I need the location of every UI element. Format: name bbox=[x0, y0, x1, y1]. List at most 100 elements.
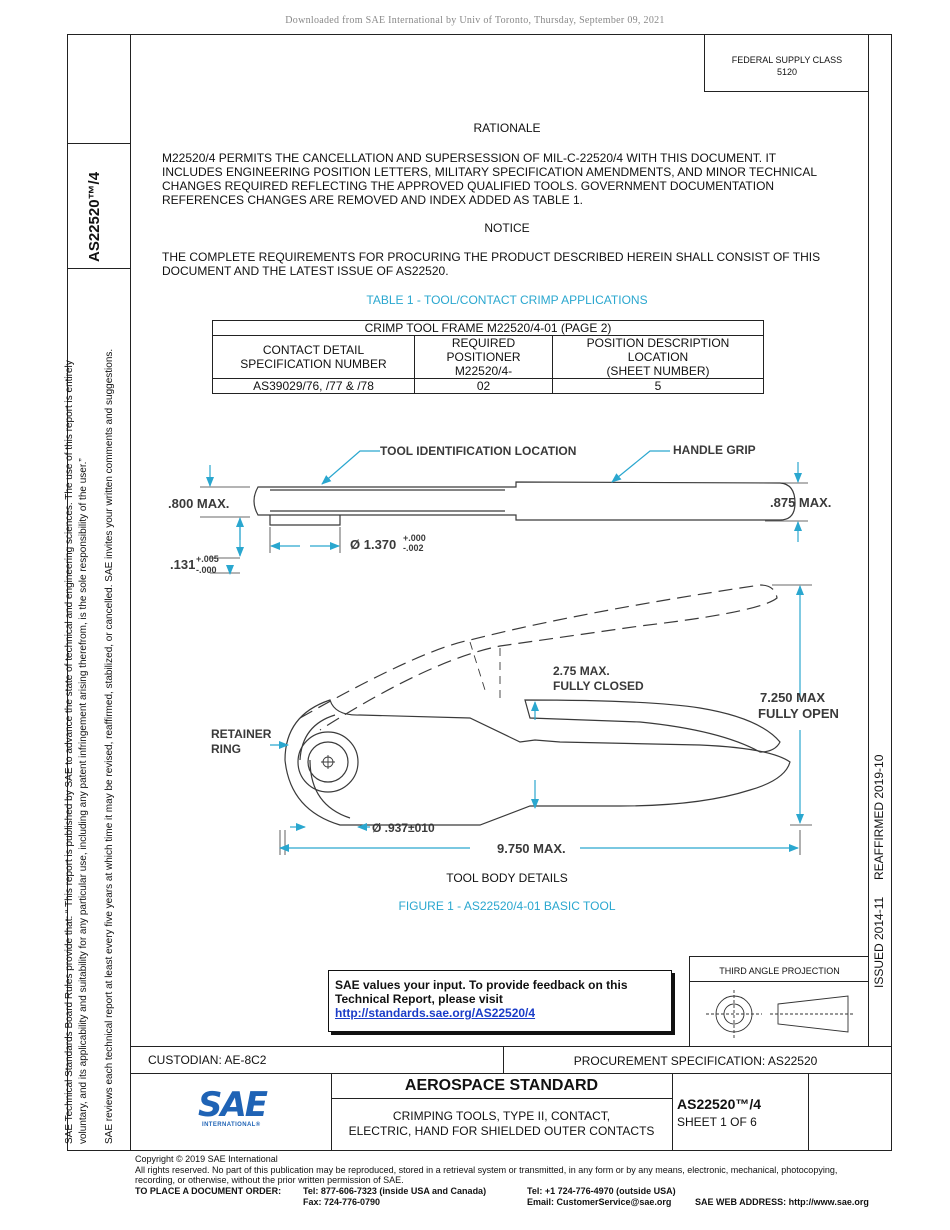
copyright: Copyright © 2019 SAE International bbox=[135, 1154, 278, 1164]
figure-subcaption: TOOL BODY DETAILS bbox=[446, 871, 568, 885]
logo-divider bbox=[331, 1073, 332, 1150]
document-number: AS22520™/4 bbox=[677, 1096, 762, 1112]
label-fully-open: FULLY OPEN bbox=[758, 706, 839, 721]
label-ring: RING bbox=[211, 742, 241, 756]
tool-drawing: TOOL IDENTIFICATION LOCATION HANDLE GRIP… bbox=[168, 443, 839, 856]
rationale-line: CHANGES REQUIRED REFLECTING THE APPROVED… bbox=[162, 179, 775, 193]
sae-logo-subtext: INTERNATIONAL® bbox=[202, 1122, 261, 1128]
header-line: M22520/4- bbox=[454, 364, 513, 378]
feedback-link[interactable]: http://standards.sae.org/AS22520/4 bbox=[335, 1006, 536, 1020]
table-cell: 5 bbox=[552, 378, 764, 394]
handle-side-view bbox=[524, 699, 781, 753]
table-cell: 02 bbox=[414, 378, 553, 394]
column-header: POSITION DESCRIPTION LOCATION (SHEET NUM… bbox=[552, 335, 764, 379]
retainer-ring-inner bbox=[307, 741, 349, 783]
header-line: REQUIRED bbox=[451, 336, 516, 350]
order-contacts-intl: Tel: +1 724-776-4970 (outside USA) Email… bbox=[527, 1186, 676, 1207]
arrow-tool-id bbox=[321, 450, 380, 485]
label-dia-1370: Ø 1.370 bbox=[350, 537, 396, 552]
label-dia-937: Ø .937±010 bbox=[372, 821, 435, 835]
header-line: POSITION DESCRIPTION bbox=[586, 336, 730, 350]
disclaimer-line-3: SAE reviews each technical report at lea… bbox=[104, 348, 115, 1144]
order-tel-intl: Tel: +1 724-776-4970 (outside USA) bbox=[527, 1186, 676, 1196]
title-block-left bbox=[130, 1046, 131, 1150]
standard-title: AEROSPACE STANDARD bbox=[404, 1077, 599, 1094]
web-address[interactable]: SAE WEB ADDRESS: http://www.sae.org bbox=[695, 1197, 869, 1207]
notice-line: THE COMPLETE REQUIREMENTS FOR PROCURING … bbox=[162, 250, 821, 264]
description-line: CRIMPING TOOLS, TYPE II, CONTACT, bbox=[392, 1109, 611, 1123]
handle-inner-line bbox=[270, 489, 505, 512]
label-9750-max: 9.750 MAX. bbox=[497, 841, 566, 856]
title-block-divider bbox=[130, 1073, 892, 1074]
label-retainer: RETAINER bbox=[211, 727, 272, 741]
sae-logo: SAE INTERNATIONAL® bbox=[198, 1088, 268, 1134]
notice-body: THE COMPLETE REQUIREMENTS FOR PROCURING … bbox=[162, 250, 820, 278]
disclaimer-line-2: voluntary, and its applicability and sui… bbox=[78, 458, 89, 1144]
column-header: REQUIRED POSITIONER M22520/4- bbox=[414, 335, 553, 379]
table-row: CONTACT DETAIL SPECIFICATION NUMBER REQU… bbox=[212, 335, 764, 379]
rationale-line: M22520/4 PERMITS THE CANCELLATION AND SU… bbox=[162, 151, 777, 165]
title-block-bottom bbox=[67, 1150, 892, 1151]
sidebar-divider bbox=[67, 143, 130, 144]
label-tool-id: TOOL IDENTIFICATION LOCATION bbox=[380, 444, 576, 458]
std-title-divider bbox=[331, 1098, 672, 1099]
rationale-line: INCLUDES ENGINEERING POSITION LETTERS, M… bbox=[162, 165, 817, 179]
label-dia-1370-plus: +.000 bbox=[403, 533, 426, 543]
tool-jaw-body bbox=[284, 699, 791, 826]
rationale-heading: RATIONALE bbox=[473, 121, 541, 135]
label-131-minus: -.000 bbox=[196, 565, 217, 575]
retainer-ring-outer bbox=[297, 731, 359, 793]
jaw-top-view bbox=[269, 515, 341, 526]
label-handle-grip: HANDLE GRIP bbox=[673, 443, 756, 457]
table-row: AS39029/76, /77 & /78 02 5 bbox=[212, 378, 764, 394]
disclaimer-line-1: SAE Technical Standards Board Rules prov… bbox=[64, 360, 75, 1144]
label-275-max: 2.75 MAX. bbox=[553, 664, 610, 678]
doc-id-vertical: AS22520™/4 bbox=[86, 171, 103, 262]
frame-top-border bbox=[67, 34, 892, 35]
rights-line-2: recording, or otherwise, without the pri… bbox=[135, 1175, 404, 1185]
header-line: LOCATION bbox=[627, 350, 689, 364]
rationale-body: M22520/4 PERMITS THE CANCELLATION AND SU… bbox=[162, 151, 817, 207]
sheet-divider bbox=[808, 1073, 809, 1150]
title-block-top bbox=[130, 1046, 892, 1047]
body-inner-outline bbox=[299, 714, 351, 819]
table-cell: AS39029/76, /77 & /78 bbox=[212, 378, 415, 394]
label-dia-1370-minus: -.002 bbox=[403, 543, 424, 553]
rationale-line: REFERENCES CHANGES ARE REMOVED AND INDEX… bbox=[162, 193, 584, 207]
label-800-max: .800 MAX. bbox=[168, 496, 229, 511]
sae-logo-text: SAE bbox=[198, 1085, 268, 1125]
order-email[interactable]: Email: CustomerService@sae.org bbox=[527, 1196, 672, 1207]
label-875-max: .875 MAX. bbox=[770, 495, 831, 510]
table-row: CRIMP TOOL FRAME M22520/4-01 (PAGE 2) bbox=[212, 320, 764, 336]
feedback-text-2: Technical Report, please visit bbox=[335, 992, 503, 1006]
open-handle-dashed bbox=[299, 584, 778, 731]
feedback-box: SAE values your input. To provide feedba… bbox=[328, 970, 672, 1032]
federal-supply-label: FEDERAL SUPPLY CLASS bbox=[731, 55, 843, 65]
footer: Copyright © 2019 SAE International All r… bbox=[135, 1154, 837, 1186]
table-caption: TABLE 1 - TOOL/CONTACT CRIMP APPLICATION… bbox=[366, 293, 648, 307]
custodian: CUSTODIAN: AE-8C2 bbox=[148, 1053, 267, 1067]
figure-caption: FIGURE 1 - AS22520/4-01 BASIC TOOL bbox=[398, 899, 616, 913]
document-description: CRIMPING TOOLS, TYPE II, CONTACT, ELECTR… bbox=[331, 1109, 672, 1139]
label-7250-max: 7.250 MAX bbox=[760, 690, 825, 705]
feedback-text-1: SAE values your input. To provide feedba… bbox=[335, 978, 628, 992]
federal-supply-class: 5120 bbox=[776, 67, 798, 77]
crimp-table: CRIMP TOOL FRAME M22520/4-01 (PAGE 2) CO… bbox=[212, 320, 764, 394]
label-131: .131 bbox=[170, 557, 195, 572]
third-angle-box: THIRD ANGLE PROJECTION bbox=[689, 956, 869, 1047]
frame-right-border bbox=[891, 34, 892, 1150]
rights-line-1: All rights reserved. No part of this pub… bbox=[135, 1164, 838, 1175]
frame-left-border bbox=[67, 34, 68, 1150]
docnum-divider bbox=[672, 1073, 673, 1150]
handle-top-view bbox=[253, 481, 796, 521]
issued-date: ISSUED 2014-11 bbox=[872, 896, 886, 988]
download-note: Downloaded from SAE International by Uni… bbox=[285, 15, 665, 26]
header-line: POSITIONER bbox=[446, 350, 521, 364]
frame-right-inner bbox=[868, 34, 869, 1046]
reaffirmed-date: REAFFIRMED 2019-10 bbox=[872, 754, 886, 880]
projection-symbol bbox=[706, 990, 855, 1038]
custodian-divider bbox=[503, 1046, 504, 1073]
header-line: CONTACT DETAIL bbox=[262, 343, 365, 357]
header-line: SPECIFICATION NUMBER bbox=[240, 357, 387, 371]
frame-left-inner bbox=[130, 34, 131, 1046]
